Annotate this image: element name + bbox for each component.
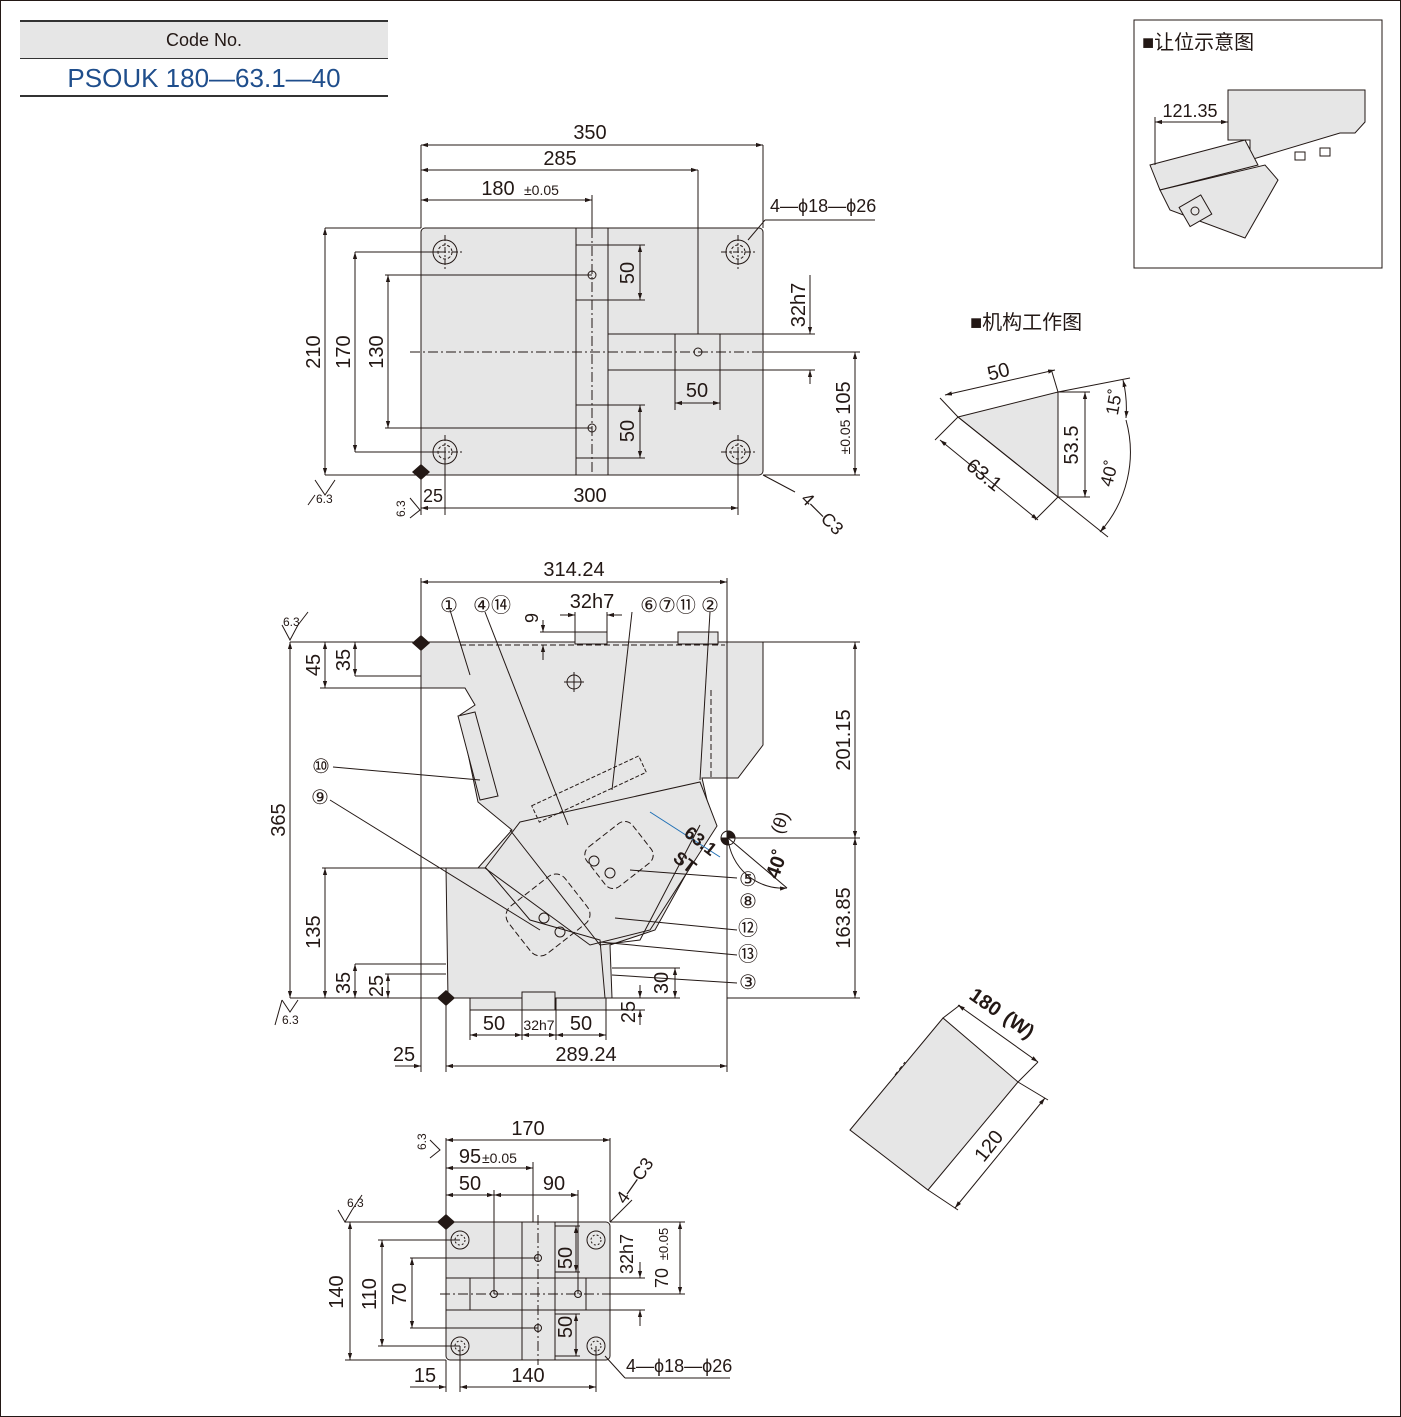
dim-300: 300 <box>573 485 606 507</box>
part-3: ③ <box>739 972 757 994</box>
dim-70-bottom: 70 <box>389 1283 411 1305</box>
plate-diagram <box>849 1004 1049 1211</box>
dim-163-85: 163.85 <box>833 887 855 948</box>
dim-121-35: 121.35 <box>1162 101 1217 121</box>
part-6-7-11: ⑥⑦⑪ <box>640 594 696 617</box>
dim-32h7-base: 32h7 <box>523 1017 554 1033</box>
dim-50-lower: 50 <box>617 420 639 442</box>
dim-50-bottom-lower: 50 <box>555 1316 577 1338</box>
dim-32h7-top: 32h7 <box>788 283 810 328</box>
dim-50-center: 50 <box>686 380 708 402</box>
dim-32h7-side: 32h7 <box>570 591 615 613</box>
dim-95-tolerance: ±0.05 <box>482 1150 517 1166</box>
dim-25-top: 25 <box>423 486 443 506</box>
dim-130: 130 <box>366 335 388 368</box>
top-roughness-2: 6.3 <box>394 500 408 517</box>
mechanism-title: ■机构工作图 <box>970 311 1082 334</box>
part-1: ① <box>440 595 458 617</box>
part-9: ⑨ <box>311 787 329 809</box>
code-value: PSOUK 180—63.1—40 <box>20 59 388 97</box>
mech-dim-63-1: 63.1 <box>962 455 1006 497</box>
side-roughness-1: 6.3 <box>283 615 300 629</box>
mech-angle-15: 15˚ <box>1102 387 1126 416</box>
inset-title: ■让位示意图 <box>1142 31 1254 54</box>
dim-170: 170 <box>333 335 355 368</box>
dim-45: 45 <box>303 654 325 676</box>
part-4-14: ④⑭ <box>473 594 511 617</box>
clearance-inset <box>1133 19 1383 269</box>
dim-110: 110 <box>359 1278 381 1310</box>
dim-25-lower: 25 <box>366 975 388 997</box>
dim-135: 135 <box>303 915 325 948</box>
mech-dim-53-5: 53.5 <box>1061 426 1083 465</box>
bottom-holes-callout: 4—ϕ18—ϕ26 <box>626 1356 732 1376</box>
dim-105: 105 <box>833 381 855 414</box>
dim-50-upper: 50 <box>617 262 639 284</box>
part-10: ⑩ <box>312 756 330 778</box>
part-2: ② <box>701 595 719 617</box>
code-number-box: Code No. PSOUK 180—63.1—40 <box>20 20 388 97</box>
dim-25-base: 25 <box>393 1044 415 1066</box>
angle-theta: (θ) <box>767 809 793 837</box>
dim-25-right: 25 <box>618 1001 640 1023</box>
dim-90: 90 <box>543 1173 565 1195</box>
dim-50-base-right: 50 <box>570 1013 592 1035</box>
dim-35-lower: 35 <box>333 972 355 994</box>
top-chamfer-callout: 4—C3 <box>797 489 847 539</box>
dim-70-tol: 70 <box>652 1268 672 1288</box>
top-view <box>307 142 875 519</box>
side-view <box>274 578 860 1072</box>
dim-365: 365 <box>268 803 290 836</box>
bottom-roughness-2: 6.3 <box>415 1133 429 1150</box>
dim-70-tolerance: ±0.05 <box>656 1228 671 1260</box>
top-roughness-1: 6.3 <box>316 492 333 506</box>
plate-width: 180 <box>965 984 1005 1021</box>
dim-350: 350 <box>573 122 606 144</box>
part-8: ⑧ <box>739 891 757 913</box>
dim-201-15: 201.15 <box>833 709 855 770</box>
mounting-hole-tr <box>721 235 755 269</box>
dim-50-base-left: 50 <box>483 1013 505 1035</box>
dim-50-bottom: 50 <box>459 1173 481 1195</box>
dim-105-tolerance: ±0.05 <box>837 419 853 454</box>
top-holes-callout: 4—ϕ18—ϕ26 <box>770 196 876 216</box>
angle-value: 40˚ <box>761 847 792 882</box>
dim-32h7-bottom: 32h7 <box>617 1234 637 1274</box>
bottom-chamfer-callout: 4—C3 <box>612 1154 658 1207</box>
dim-35-upper: 35 <box>333 649 355 671</box>
dim-50-bottom-upper: 50 <box>555 1247 577 1269</box>
dim-285: 285 <box>543 148 576 170</box>
dim-180-tolerance: ±0.05 <box>524 182 559 198</box>
dim-289-24: 289.24 <box>555 1044 616 1066</box>
side-roughness-2: 6.3 <box>282 1013 299 1027</box>
dim-15: 15 <box>414 1365 436 1387</box>
part-13: ⑬ <box>738 943 758 966</box>
dim-140-width: 140 <box>511 1365 544 1387</box>
dim-170-bottom: 170 <box>511 1118 544 1140</box>
dim-95: 95 <box>459 1146 481 1168</box>
code-label: Code No. <box>20 20 388 59</box>
part-5: ⑤ <box>739 869 757 891</box>
mechanism-diagram <box>934 369 1131 538</box>
dim-30: 30 <box>651 972 673 994</box>
bottom-view <box>337 1137 730 1392</box>
dim-9: 9 <box>522 613 542 623</box>
part-12: ⑫ <box>738 917 758 940</box>
bottom-roughness-1: 6.3 <box>347 1196 364 1210</box>
dim-180: 180 <box>481 178 514 200</box>
dim-210: 210 <box>303 335 325 368</box>
dim-140-height: 140 <box>326 1275 348 1308</box>
dim-314-24: 314.24 <box>543 559 604 581</box>
mech-dim-50: 50 <box>985 359 1012 386</box>
mech-angle-40: 40˚ <box>1096 458 1122 488</box>
